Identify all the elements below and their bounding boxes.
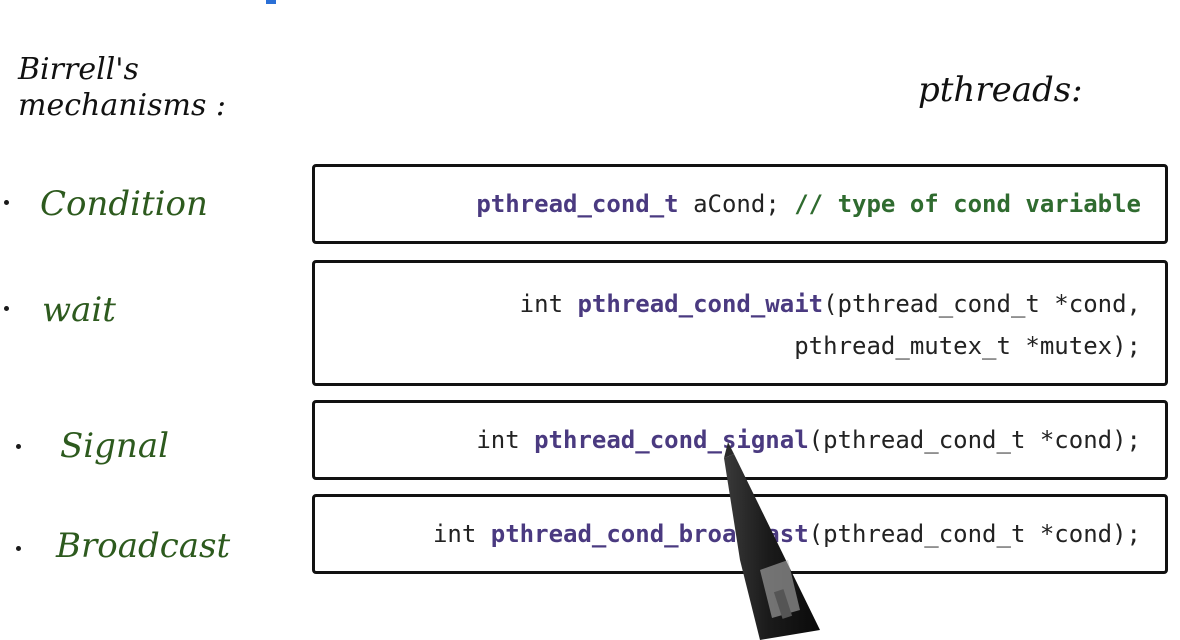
code-prefix: int xyxy=(476,426,535,454)
code-type: pthread_cond_t xyxy=(476,190,679,218)
bullet-label-wait: wait xyxy=(42,290,116,330)
bullet-label-condition: Condition xyxy=(40,184,208,224)
code-args: (pthread_cond_t *cond); xyxy=(808,426,1141,454)
code-function-name: pthread_cond_wait xyxy=(577,290,824,318)
code-line-condition: pthread_cond_t aCond; // type of cond va… xyxy=(315,183,1141,225)
pthreads-heading: pthreads: xyxy=(918,70,1083,110)
bullet-signal: Signal xyxy=(0,420,300,470)
code-line-wait-2: pthread_mutex_t *mutex); xyxy=(315,325,1141,367)
code-line-wait-1: int pthread_cond_wait(pthread_cond_t *co… xyxy=(315,283,1141,325)
code-function-name: pthread_cond_signal xyxy=(534,426,809,454)
bullet-label-broadcast: Broadcast xyxy=(56,526,231,566)
code-args: (pthread_cond_t *cond); xyxy=(808,520,1141,548)
bullet-dot xyxy=(16,444,21,449)
bullet-condition: Condition xyxy=(0,178,300,228)
code-prefix: int xyxy=(519,290,578,318)
code-args: pthread_mutex_t *mutex); xyxy=(794,332,1141,360)
bullet-dot xyxy=(4,200,9,205)
bullet-broadcast: Broadcast xyxy=(0,520,300,570)
birrell-heading-line2: mechanisms : xyxy=(18,88,227,123)
bullet-label-signal: Signal xyxy=(60,426,169,466)
top-edge-mark xyxy=(266,0,276,4)
code-prefix: int xyxy=(432,520,491,548)
bullet-dot xyxy=(4,306,9,311)
birrell-heading: Birrell's mechanisms : xyxy=(18,52,226,124)
bullet-wait: wait xyxy=(0,284,300,334)
bullet-dot xyxy=(16,546,21,551)
code-box-wait: int pthread_cond_wait(pthread_cond_t *co… xyxy=(312,260,1168,386)
stylus-pen-icon xyxy=(724,442,820,640)
birrell-heading-line1: Birrell's xyxy=(18,52,139,87)
code-line-signal: int pthread_cond_signal(pthread_cond_t *… xyxy=(315,419,1141,461)
code-args: (pthread_cond_t *cond, xyxy=(823,290,1141,318)
code-rest: aCond; xyxy=(678,190,795,218)
code-comment: // type of cond variable xyxy=(794,190,1141,218)
code-box-condition: pthread_cond_t aCond; // type of cond va… xyxy=(312,164,1168,244)
